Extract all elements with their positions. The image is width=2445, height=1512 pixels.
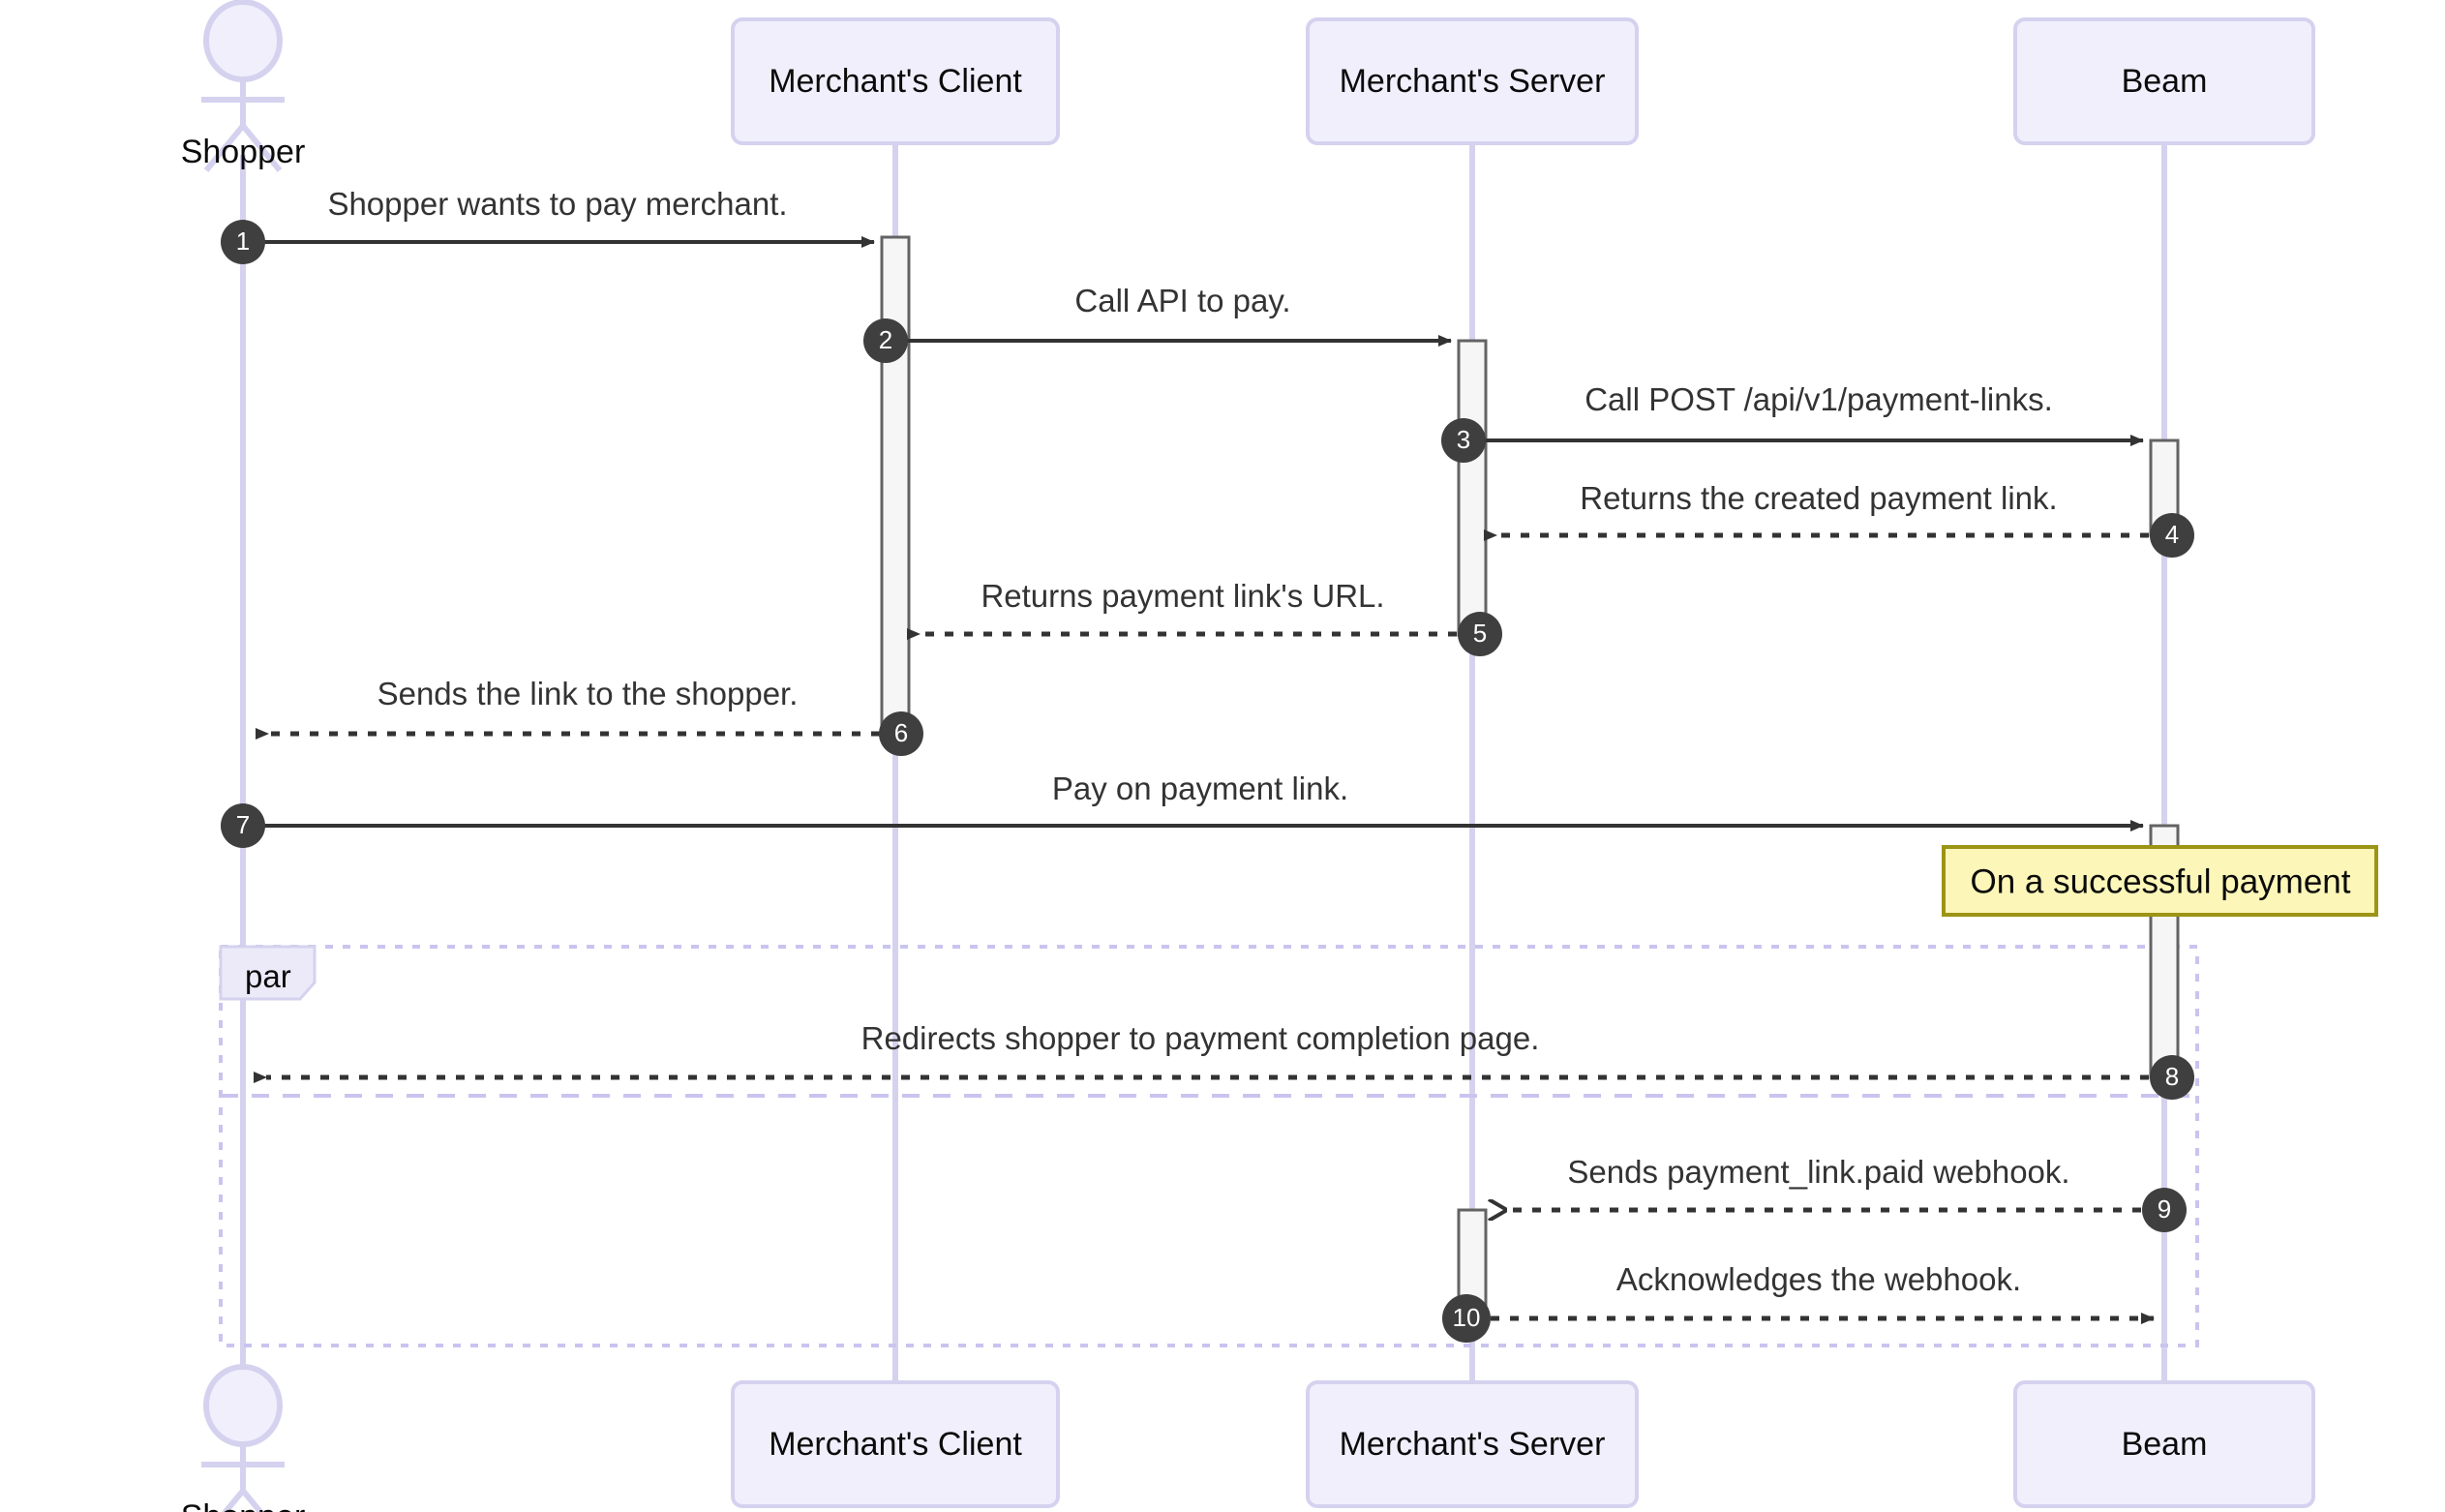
message-7-badge — [221, 803, 265, 848]
message-2-number: 2 — [879, 325, 892, 354]
participant-server-top-label: Merchant's Server — [1340, 63, 1606, 100]
participant-server-bottom-box — [1306, 1380, 1639, 1508]
success-note-text: On a successful payment — [1971, 862, 2351, 900]
participant-server-top-box — [1306, 17, 1639, 145]
message-10-number: 10 — [1453, 1303, 1481, 1332]
participant-client-bottom-label: Merchant's Client — [769, 1426, 1022, 1463]
lifelines-layer — [240, 143, 2167, 1384]
message-6-label: Sends the link to the shopper. — [377, 676, 799, 711]
actor-body-icon-bottom — [201, 1444, 285, 1512]
message-8: Redirects shopper to payment completion … — [254, 1020, 2194, 1100]
message-9: Sends payment_link.paid webhook. 9 — [1505, 1154, 2187, 1232]
message-1-number: 1 — [236, 227, 250, 256]
message-3-label: Call POST /api/v1/payment-links. — [1585, 381, 2053, 417]
message-4: Returns the created payment link. 4 — [1484, 480, 2194, 558]
message-5-label: Returns payment link's URL. — [981, 578, 1384, 614]
message-8-badge — [2150, 1055, 2194, 1100]
participant-client-top-label: Merchant's Client — [769, 63, 1022, 100]
message-9-label: Sends payment_link.paid webhook. — [1567, 1154, 2069, 1190]
participant-shopper-top-label: Shopper — [181, 134, 306, 170]
participant-beam-bottom-label: Beam — [2122, 1426, 2208, 1463]
participant-shopper-top[interactable]: Shopper — [181, 0, 306, 172]
message-6-badge — [879, 711, 923, 756]
actor-head-icon — [203, 0, 283, 82]
message-1-label: Shopper wants to pay merchant. — [327, 186, 787, 222]
par-fragment-tab — [219, 945, 317, 1001]
message-2: Call API to pay. 2 — [863, 283, 1452, 363]
message-2-label: Call API to pay. — [1074, 283, 1290, 318]
message-6: Sends the link to the shopper. 6 — [256, 676, 923, 756]
actor-body-icon — [201, 79, 285, 172]
participant-beam-top-box — [2013, 17, 2315, 145]
activation-bars-layer — [880, 235, 2180, 1320]
participant-server-bottom-label: Merchant's Server — [1340, 1426, 1606, 1463]
message-5-badge — [1458, 612, 1502, 656]
message-3-number: 3 — [1457, 425, 1470, 454]
par-fragment-label: par — [245, 958, 291, 994]
participant-client-bottom-box — [731, 1380, 1060, 1508]
message-1: Shopper wants to pay merchant. 1 — [221, 186, 875, 264]
message-7-number: 7 — [236, 810, 250, 839]
participant-client-top[interactable]: Merchant's Client — [731, 17, 1060, 145]
message-3: Call POST /api/v1/payment-links. 3 — [1441, 381, 2144, 463]
participant-shopper-bottom[interactable]: Shopper — [181, 1364, 306, 1512]
par-fragment: par — [219, 945, 2199, 1347]
participant-server-bottom[interactable]: Merchant's Server — [1306, 1380, 1639, 1508]
message-5-number: 5 — [1473, 619, 1487, 648]
participant-client-bottom[interactable]: Merchant's Client — [731, 1380, 1060, 1508]
participant-beam-top-label: Beam — [2122, 63, 2208, 100]
message-4-number: 4 — [2165, 520, 2179, 549]
participant-server-top[interactable]: Merchant's Server — [1306, 17, 1639, 145]
message-7: Pay on payment link. 7 — [221, 771, 2144, 848]
message-8-number: 8 — [2165, 1062, 2179, 1091]
message-5: Returns payment link's URL. 5 — [907, 578, 1502, 656]
message-9-number: 9 — [2158, 1194, 2171, 1224]
activation-client — [880, 235, 911, 736]
message-3-badge — [1441, 418, 1486, 463]
success-note-box — [1942, 845, 2378, 917]
message-1-badge — [221, 220, 265, 264]
message-10-badge — [1442, 1294, 1491, 1343]
participant-beam-top[interactable]: Beam — [2013, 17, 2315, 145]
message-4-badge — [2150, 513, 2194, 558]
message-9-badge — [2142, 1188, 2187, 1232]
par-fragment-border — [219, 945, 2199, 1347]
participant-beam-bottom[interactable]: Beam — [2013, 1380, 2315, 1508]
participant-client-top-box — [731, 17, 1060, 145]
actor-head-icon-bottom — [203, 1364, 283, 1447]
participant-shopper-bottom-label: Shopper — [181, 1498, 306, 1512]
message-2-badge — [863, 318, 908, 363]
message-7-label: Pay on payment link. — [1052, 771, 1348, 806]
message-10: Acknowledges the webhook. 10 — [1442, 1261, 2155, 1343]
message-4-label: Returns the created payment link. — [1580, 480, 2057, 516]
message-8-label: Redirects shopper to payment completion … — [861, 1020, 1540, 1056]
participant-beam-bottom-box — [2013, 1380, 2315, 1508]
activation-server-1 — [1457, 339, 1488, 637]
success-note: On a successful payment — [1942, 845, 2378, 917]
message-6-number: 6 — [894, 718, 908, 747]
message-10-label: Acknowledges the webhook. — [1616, 1261, 2021, 1297]
